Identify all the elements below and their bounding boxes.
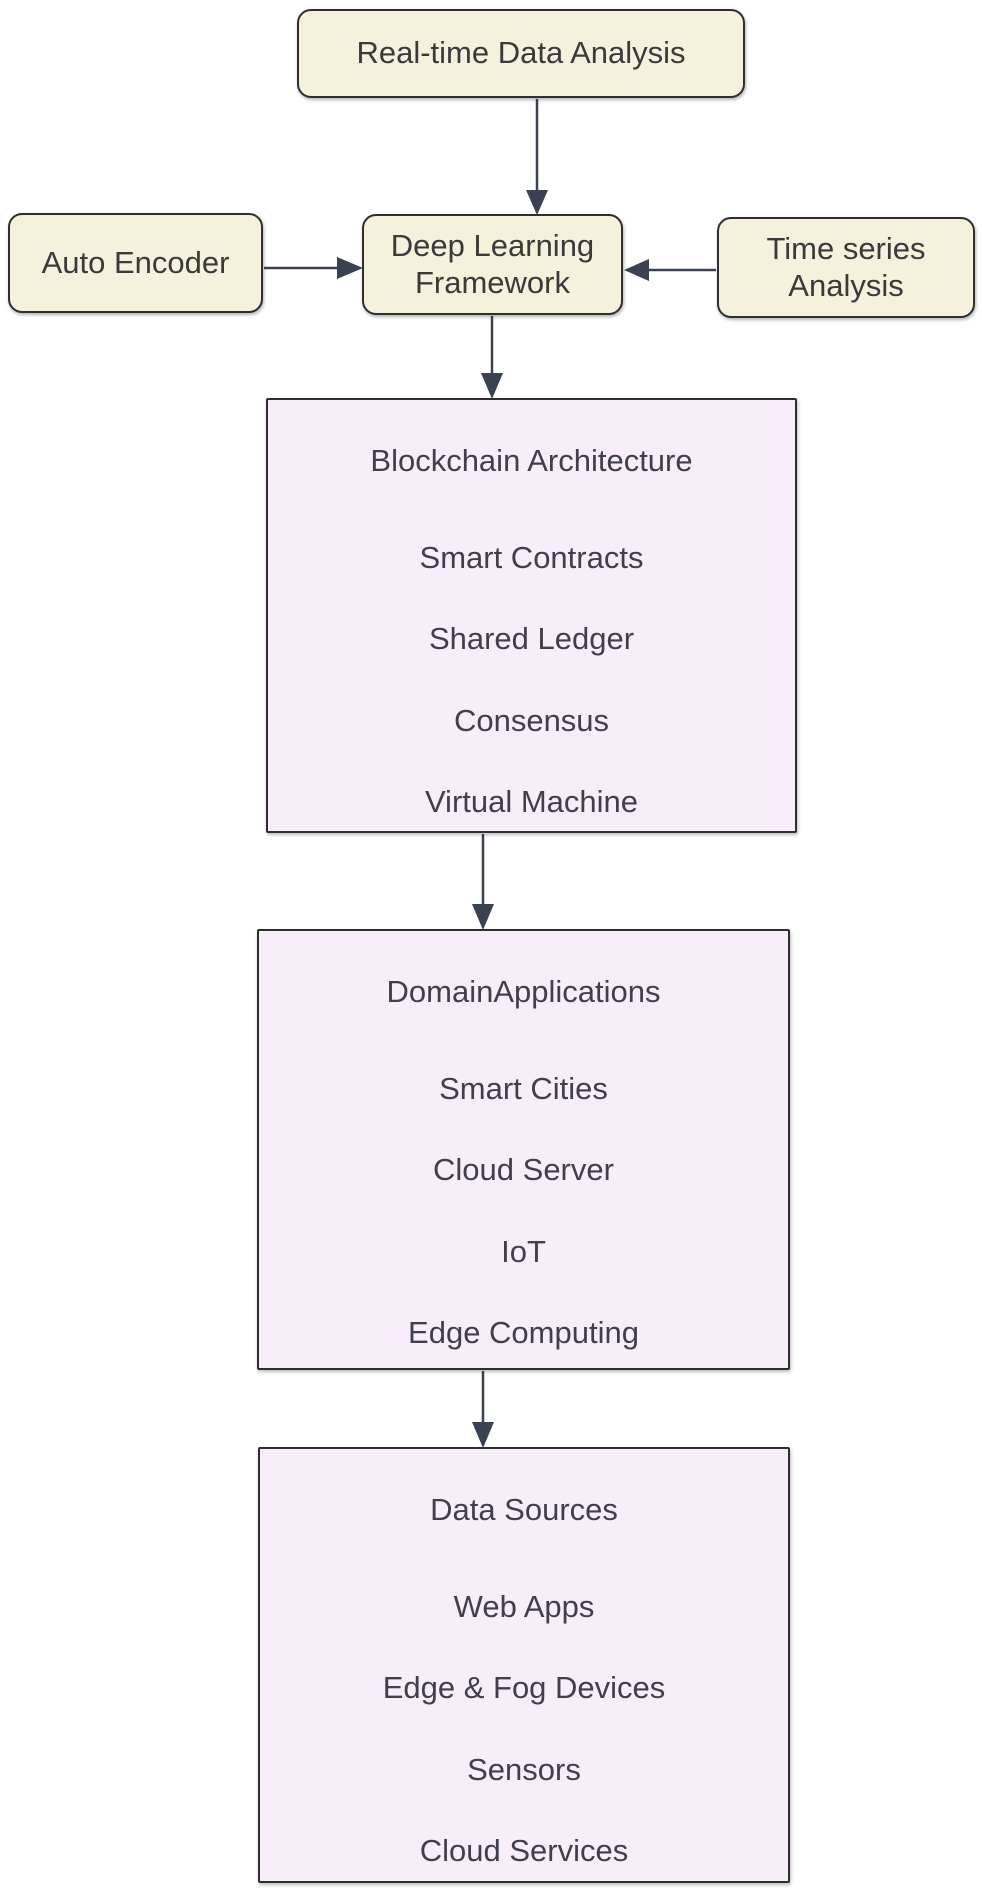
node-label: Real-time Data Analysis [356,35,686,71]
arrow-framework-to-blockchain [481,316,503,399]
node-auto-encoder: Auto Encoder [8,213,263,313]
section-item: Consensus [453,703,610,738]
node-label: Auto Encoder [41,244,230,280]
section-item: Sensors [467,1752,581,1787]
arrow-blockchain-to-domain [472,834,494,930]
section-item: Edge & Fog Devices [382,1670,666,1705]
section-title: Data Sources [430,1492,618,1527]
section-item: Edge Computing [408,1315,639,1350]
section-item: IoT [501,1234,546,1269]
node-label: Time series Analysis [766,230,926,303]
section-domain-applications: DomainApplications Smart Cities Cloud Se… [257,929,790,1370]
section-item: Shared Ledger [428,621,635,656]
section-blockchain-architecture: Blockchain Architecture Smart Contracts … [266,398,797,833]
section-item: Smart Cities [439,1071,608,1106]
section-title: Blockchain Architecture [370,443,693,478]
arrow-domain-to-datasources [472,1371,494,1448]
section-data-sources: Data Sources Web Apps Edge & Fog Devices… [258,1447,790,1883]
arrow-realtime-to-framework [526,99,548,215]
section-item: Web Apps [453,1589,595,1624]
section-title: DomainApplications [386,974,661,1009]
node-time-series-analysis: Time series Analysis [717,217,975,318]
section-item: Smart Contracts [419,540,644,575]
node-realtime-data-analysis: Real-time Data Analysis [297,9,745,98]
node-deep-learning-framework: Deep Learning Framework [362,214,623,315]
node-label: Deep Learning Framework [390,227,595,300]
section-item: Virtual Machine [424,784,639,819]
arrow-timeseries-to-framework [624,259,716,281]
section-item: Cloud Services [419,1833,629,1868]
section-item: Cloud Server [433,1152,614,1187]
arrow-autoencoder-to-framework [264,257,363,279]
